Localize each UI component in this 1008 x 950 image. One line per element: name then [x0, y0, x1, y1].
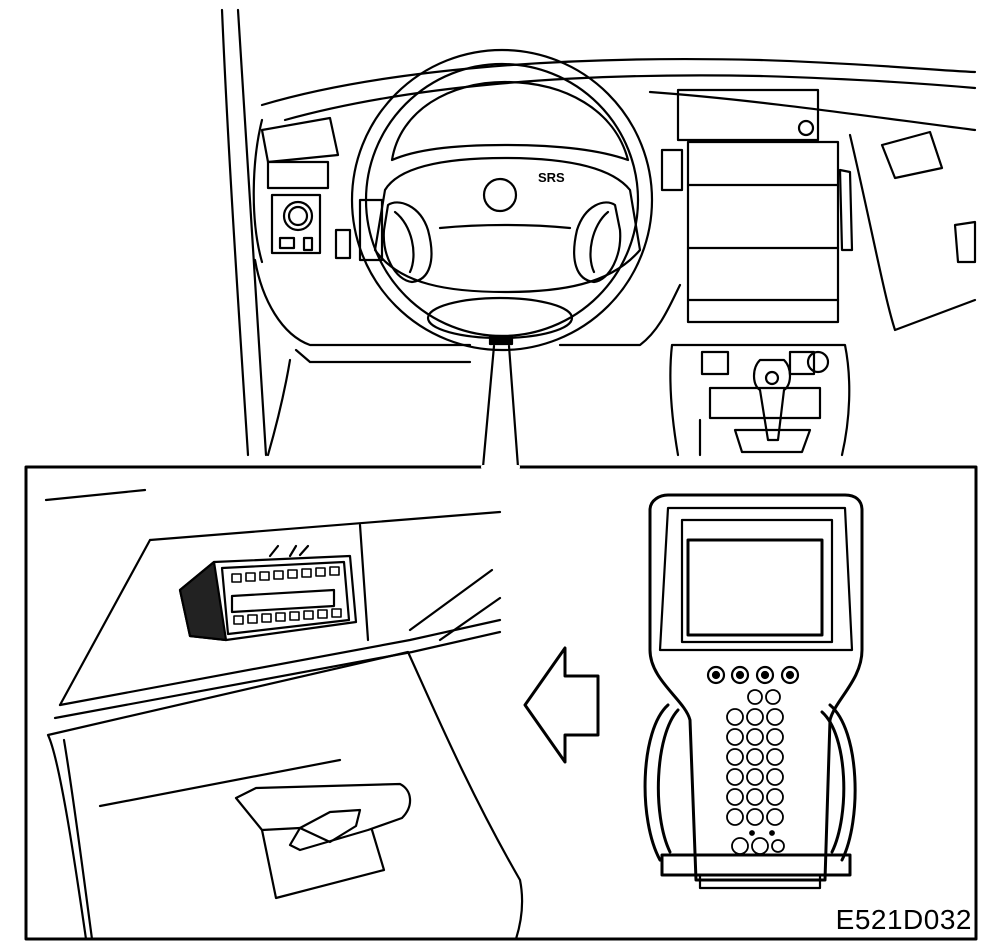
- left-switch-block: [266, 160, 330, 190]
- a-pillar: [220, 8, 250, 457]
- left-stalk-switch: [358, 198, 384, 262]
- scan-tool-base: [660, 853, 852, 877]
- obd-connector-face: [220, 560, 351, 636]
- dash-right-angle: [408, 568, 502, 642]
- right-spoke-buttons: [573, 201, 622, 284]
- scan-tool-top-bezel: [658, 506, 854, 652]
- small-switch-2: [302, 236, 314, 252]
- left-spoke-detail: [393, 210, 415, 274]
- dash-right-seam: [358, 523, 370, 642]
- scan-tool-screen-frame: [680, 518, 834, 644]
- left-dash-outline: [252, 118, 264, 264]
- obd-cable-ties: [268, 544, 310, 558]
- dashboard-lower-right: [558, 283, 682, 347]
- obd-pins-top: [231, 566, 340, 583]
- light-switch-panel: [270, 193, 322, 255]
- center-right-vent: [838, 168, 854, 252]
- horn-emblem: [482, 177, 518, 213]
- gear-lever: [752, 358, 792, 442]
- panel-release-clip: [234, 782, 412, 852]
- scan-tool-bottom: [698, 873, 822, 890]
- left-stalk-switch-2: [334, 228, 352, 260]
- center-top-panel: [676, 88, 820, 142]
- dash-surface: [58, 510, 502, 707]
- steering-wheel-upper-opening: [390, 80, 630, 162]
- diagnostic-connector-location: [488, 334, 514, 346]
- panel-release-clip-hook: [298, 808, 362, 844]
- dash-panel-lip: [53, 630, 502, 720]
- figure-code: E521D032: [835, 904, 972, 935]
- steering-hub: [373, 156, 642, 294]
- callout-leader: [481, 344, 520, 469]
- dashboard-lower: [253, 258, 472, 347]
- knee-panel-crease: [98, 758, 342, 808]
- knee-panel-edge: [294, 348, 472, 364]
- gear-boot: [733, 428, 812, 454]
- right-vent: [880, 130, 944, 180]
- right-door-handle: [953, 220, 977, 264]
- dashboard-view: SRS: [220, 8, 977, 457]
- steering-wheel-outer: [350, 48, 654, 352]
- scan-tool-keypad: [726, 689, 785, 855]
- center-display-frame: [686, 140, 840, 324]
- panel-release-clip-base: [260, 828, 386, 900]
- airbag-label: SRS: [538, 170, 565, 185]
- a-pillar-inner: [236, 8, 268, 457]
- steering-wheel-rim-inner: [364, 62, 640, 338]
- dashboard-right-panel: [848, 133, 977, 332]
- left-vent: [260, 116, 340, 164]
- knee-panel: [46, 650, 524, 941]
- console-surround: [669, 343, 851, 457]
- knee-panel-inner: [62, 738, 94, 941]
- scan-tool-body: [648, 493, 864, 882]
- lower-trim-line: [266, 358, 292, 457]
- obd-connector-slot: [230, 588, 336, 614]
- dashboard-top: [260, 57, 977, 107]
- scan-tool-screen: [686, 538, 824, 637]
- scan-tool-left-grip: [643, 703, 680, 862]
- left-spoke-buttons: [382, 201, 433, 284]
- gear-knob: [764, 370, 780, 386]
- small-switch: [278, 236, 296, 250]
- dash-edge-line: [44, 488, 147, 502]
- arrow-left-icon: [523, 646, 600, 764]
- hub-line: [438, 223, 572, 230]
- scan-tool-function-keys: [706, 665, 800, 685]
- console-switch-2: [788, 350, 816, 376]
- lower-spoke-pad: [426, 296, 574, 340]
- console-tray: [708, 386, 822, 420]
- center-small-button: [660, 148, 684, 192]
- obd-pins-bottom: [233, 608, 342, 625]
- center-top-button: [797, 119, 815, 137]
- scan-tool-right-grip: [820, 703, 857, 862]
- light-switch-knob-inner: [287, 205, 309, 227]
- dashboard-top-lip: [283, 74, 977, 122]
- dash-panel-lower: [58, 618, 502, 707]
- console-knob: [806, 350, 830, 374]
- obd-connector-shade: [178, 560, 228, 642]
- console-switch-1: [700, 350, 730, 376]
- connector-detail: [44, 488, 524, 941]
- light-switch-knob: [282, 200, 314, 232]
- right-spoke-detail: [589, 210, 610, 274]
- scan-tool: [643, 493, 864, 890]
